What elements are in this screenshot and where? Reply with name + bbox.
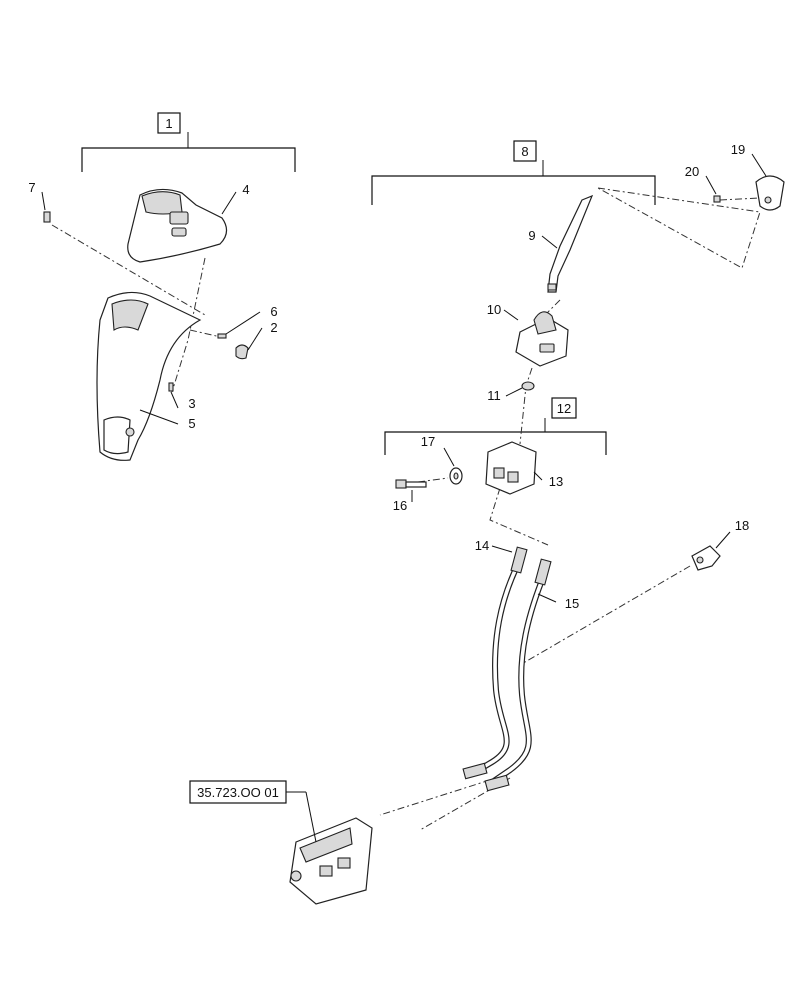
boot-cover-part-4 xyxy=(127,188,228,263)
callout-12: 12 xyxy=(557,401,571,416)
clamp-part-18 xyxy=(691,545,721,571)
assembly-bracket-1: 1 xyxy=(81,112,296,172)
callout-6: 6 xyxy=(270,304,277,319)
callout-8: 8 xyxy=(521,144,528,159)
screw-part-20 xyxy=(713,195,721,203)
nut-part-11 xyxy=(521,381,535,391)
callout-13: 13 xyxy=(549,474,563,489)
callout-10: 10 xyxy=(487,302,501,317)
callout-16: 16 xyxy=(393,498,407,513)
callout-18: 18 xyxy=(735,518,749,533)
valve-block-part-13 xyxy=(485,441,537,495)
control-unit-part-10 xyxy=(515,311,569,367)
callout-14: 14 xyxy=(475,538,489,553)
knob-part-19 xyxy=(755,175,785,211)
hose-part-15 xyxy=(486,558,552,788)
callout-1: 1 xyxy=(165,116,172,131)
callout-4: 4 xyxy=(242,182,249,197)
reference-link[interactable]: 35.723.OO 01 xyxy=(189,780,317,843)
cap-part-2 xyxy=(235,344,249,360)
callout-20: 20 xyxy=(685,164,699,179)
washer-part-17 xyxy=(449,467,463,485)
callout-11: 11 xyxy=(487,388,501,403)
assembly-bracket-12: 12 xyxy=(384,397,607,455)
callout-17: 17 xyxy=(421,434,435,449)
callout-5: 5 xyxy=(188,416,195,431)
callout-15: 15 xyxy=(565,596,579,611)
screw-part-6 xyxy=(217,333,227,339)
callout-3: 3 xyxy=(188,396,195,411)
callout-9: 9 xyxy=(528,228,535,243)
lever-part-9 xyxy=(547,194,594,293)
clip-part-7 xyxy=(43,211,51,223)
screw-part-3 xyxy=(168,382,174,392)
assembly-bracket-8: 8 xyxy=(371,140,656,205)
alignment-lines xyxy=(51,187,761,831)
callout-19: 19 xyxy=(731,142,745,157)
hose-part-14 xyxy=(468,546,528,778)
reference-label: 35.723.OO 01 xyxy=(197,785,279,800)
hydraulic-valve xyxy=(289,762,510,905)
console-panel-part-5 xyxy=(96,291,202,461)
bolt-part-16 xyxy=(395,479,427,489)
callout-2: 2 xyxy=(270,320,277,335)
callout-7: 7 xyxy=(28,180,35,195)
